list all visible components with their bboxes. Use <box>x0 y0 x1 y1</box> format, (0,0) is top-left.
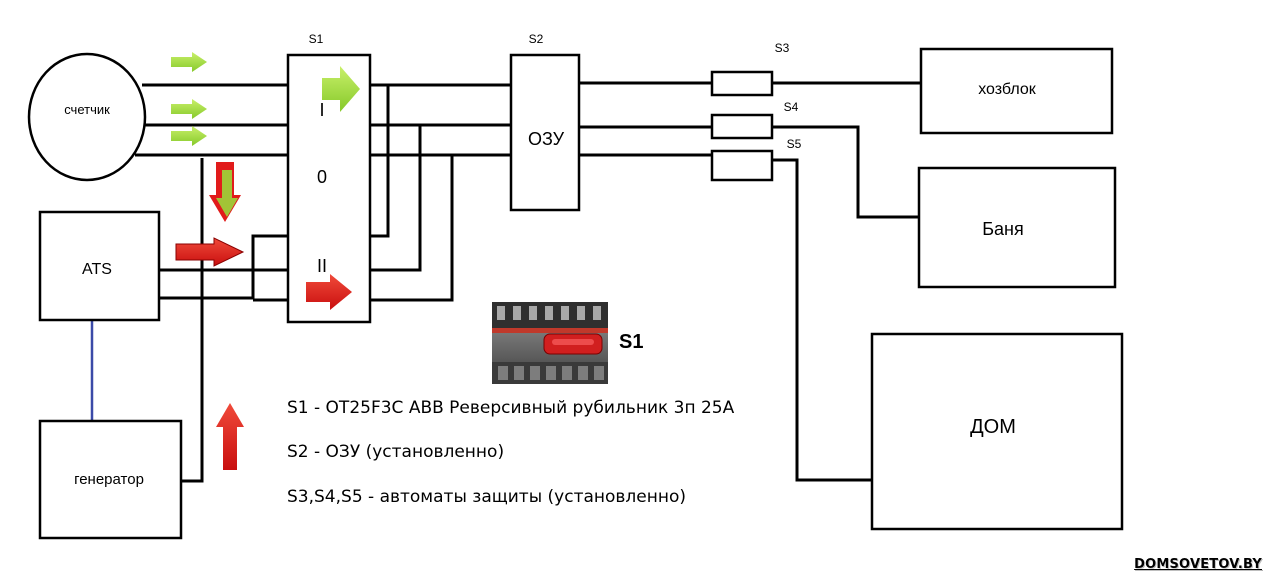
ats-box: ATS <box>38 210 161 322</box>
s1-position-0: 0 <box>317 167 327 187</box>
green-arrow-large-right-icon <box>322 66 360 112</box>
load-banya: Баня <box>917 166 1117 289</box>
wires-s1-to-s2 <box>360 83 512 302</box>
wires-meter-to-s1 <box>135 83 288 157</box>
s4-title: S4 <box>784 100 799 114</box>
green-arrow-right-icon <box>171 126 207 146</box>
generator-box: генератор <box>38 419 183 540</box>
green-arrows <box>171 52 360 146</box>
legend-line-s1: S1 - ОТ25F3C ABB Реверсивный рубильник 3… <box>287 398 735 418</box>
banya-label: Баня <box>982 219 1024 239</box>
wire-generator-to-s1 <box>181 158 204 483</box>
meter: счетчик <box>27 52 147 182</box>
breaker-s5: S5 <box>710 137 802 182</box>
s1-photo-label: S1 <box>619 331 643 353</box>
red-arrows <box>175 237 352 470</box>
red-arrow-large-right-icon <box>306 274 352 310</box>
generator-label: генератор <box>74 471 144 488</box>
load-dom: ДОМ <box>870 332 1124 531</box>
ozu-label: ОЗУ <box>528 129 565 149</box>
hozblok-label: хозблок <box>978 81 1037 98</box>
breaker-s3: S3 <box>710 41 790 97</box>
green-arrow-right-icon <box>171 99 207 119</box>
wires-s2-to-breakers <box>579 81 921 482</box>
meter-label: счетчик <box>64 102 110 117</box>
legend-line-s3-s5: S3,S4,S5 - автоматы защиты (установленно… <box>287 487 687 507</box>
green-arrow-right-icon <box>171 52 207 72</box>
breaker-s4: S4 <box>710 100 799 140</box>
s1-position-1: I <box>319 100 324 120</box>
dom-label: ДОМ <box>970 416 1016 438</box>
legend-line-s2: S2 - ОЗУ (установленно) <box>287 442 505 462</box>
switch-s1: S1 I 0 II <box>286 32 372 324</box>
s2-title: S2 <box>529 32 544 46</box>
ozu-s2: S2 ОЗУ <box>509 32 581 212</box>
red-arrow-up-icon <box>216 403 244 470</box>
s5-title: S5 <box>787 137 802 151</box>
s1-switch-photo-icon <box>492 302 608 384</box>
watermark: DOMSOVETOV.BY <box>1134 557 1262 572</box>
wires-ats-to-s1 <box>160 234 288 302</box>
s1-position-2: II <box>317 256 327 276</box>
ats-label: ATS <box>82 261 112 278</box>
s1-title: S1 <box>309 32 324 46</box>
s3-title: S3 <box>775 41 790 55</box>
load-hozblok: хозблок <box>919 47 1114 135</box>
red-arrow-right-icon <box>175 237 245 267</box>
